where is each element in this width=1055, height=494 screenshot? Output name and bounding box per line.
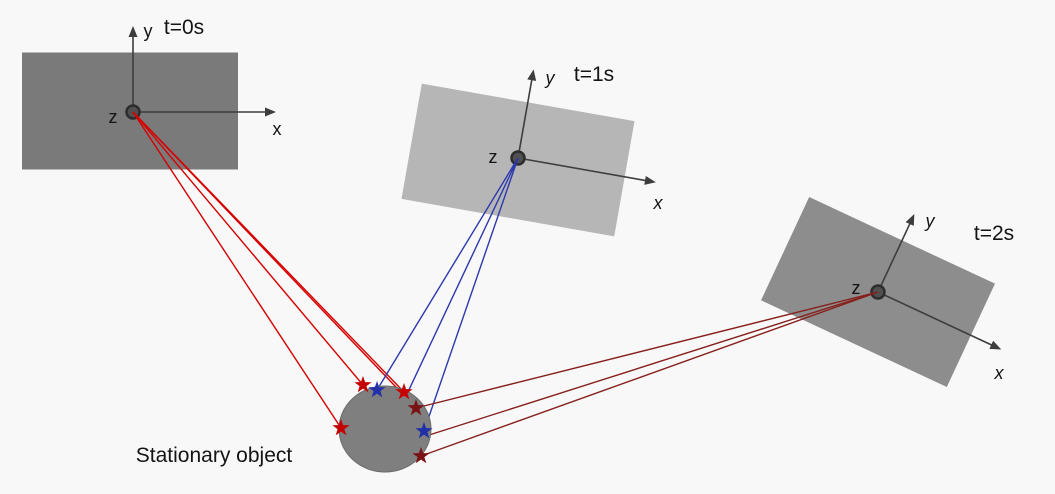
ray-t0s-3 [132, 111, 417, 409]
star-marker-6 [412, 447, 430, 464]
stationary-object-label: Stationary object [136, 444, 293, 467]
frame-t1-y-axis [517, 77, 534, 159]
ray-t1s-6 [423, 157, 519, 432]
ray-t1s-4 [376, 157, 519, 391]
ray-t2s-9 [420, 291, 879, 457]
stars-layer [332, 376, 433, 464]
frames-layer: y x z t=0s y x z t=1s y x z t=2s [22, 16, 1014, 387]
frame-t1-x-label: x [653, 193, 664, 213]
frame-t1-y-label: y [544, 68, 556, 88]
frame-t1-z-label: z [489, 147, 498, 167]
frame-t2-x-label: x [994, 363, 1005, 383]
ray-t0s-1 [132, 111, 364, 386]
star-marker-2 [395, 383, 413, 400]
frame-t0-time-label: t=0s [164, 16, 204, 39]
ray-t1s-5 [406, 157, 519, 395]
ray-t0s-0 [132, 111, 342, 429]
frame-t2-y-label: y [924, 211, 936, 231]
frame-t0-x-label: x [273, 119, 282, 139]
star-marker-1 [332, 419, 350, 436]
frame-t1-x-axis-arrowhead [644, 175, 656, 185]
frame-t2-time-label: t=2s [974, 222, 1014, 245]
frame-t1: y x z t=1s [401, 63, 664, 237]
frame-t2-y-axis [877, 220, 912, 293]
star-marker-4 [415, 422, 433, 439]
frame-t2-x-axis [877, 291, 995, 347]
frame-t0-x-axis-arrowhead [265, 107, 276, 117]
frame-t2-x-axis-arrowhead [989, 340, 1002, 350]
frame-t1-x-axis [517, 157, 649, 182]
frame-t2: y x z t=2s [761, 197, 1014, 387]
star-marker-5 [407, 399, 425, 416]
frame-t1-y-axis-arrowhead [527, 69, 537, 81]
frame-t2-y-axis-arrowhead [905, 214, 915, 226]
star-marker-3 [368, 381, 386, 398]
rays-layer [132, 111, 879, 457]
star-marker-0 [354, 376, 372, 393]
frame-t0-y-label: y [144, 21, 153, 41]
frame-t2-z-label: z [852, 278, 861, 298]
frame-t1-time-label: t=1s [574, 63, 614, 86]
ray-t2s-7 [415, 291, 879, 409]
frame-t0: y x z t=0s [22, 16, 282, 170]
frame-t0-z-label: z [109, 107, 118, 127]
ray-t2s-8 [425, 291, 879, 437]
frame-t0-y-axis-arrowhead [128, 26, 138, 37]
